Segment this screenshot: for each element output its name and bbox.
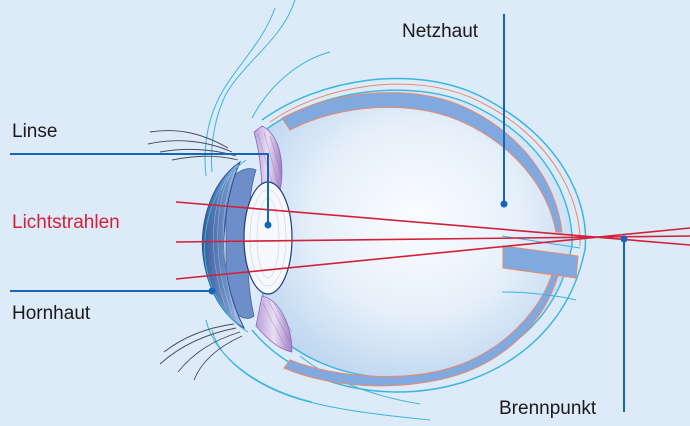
marker-netzhaut — [501, 201, 508, 208]
label-lichtstrahlen: Lichtstrahlen — [12, 212, 120, 234]
label-brennpunkt: Brennpunkt — [499, 398, 596, 420]
label-linse: Linse — [12, 121, 57, 143]
marker-hornhaut — [209, 288, 216, 295]
label-hornhaut: Hornhaut — [12, 303, 90, 325]
marker-linse — [265, 222, 272, 229]
marker-brennpunkt — [621, 236, 628, 243]
eyeball — [262, 90, 572, 378]
label-netzhaut: Netzhaut — [402, 21, 478, 43]
